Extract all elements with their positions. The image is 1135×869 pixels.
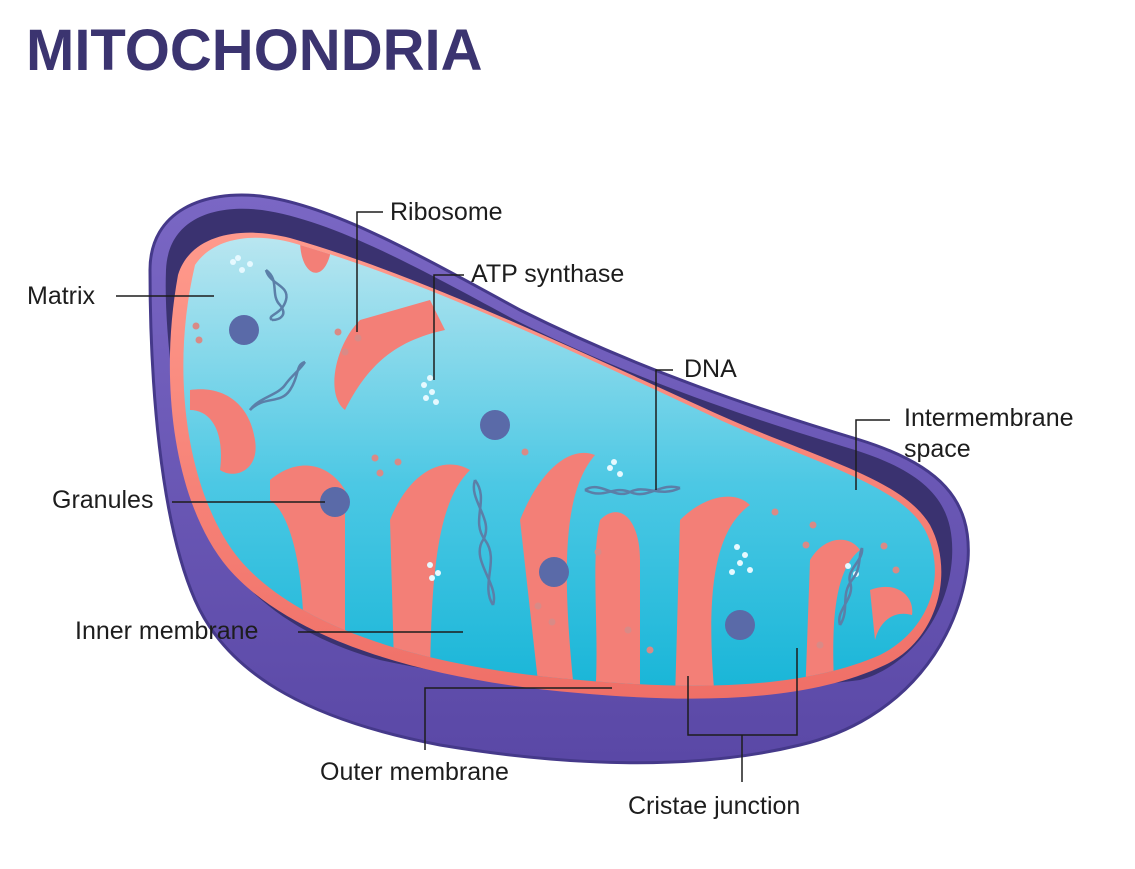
granule-5 <box>725 610 755 640</box>
label-atp-synthase: ATP synthase <box>471 259 624 290</box>
label-cristae-junction: Cristae junction <box>628 791 800 822</box>
label-ribosome: Ribosome <box>390 197 503 228</box>
granule-2 <box>480 410 510 440</box>
granule-4 <box>539 557 569 587</box>
label-outer-membrane: Outer membrane <box>320 757 509 788</box>
label-dna: DNA <box>684 354 737 385</box>
label-inner-membrane: Inner membrane <box>75 616 258 647</box>
label-granules: Granules <box>52 485 153 516</box>
label-intermembrane-space: space <box>904 434 971 465</box>
label-matrix: Matrix <box>27 281 95 312</box>
granule-1 <box>229 315 259 345</box>
label-intermembrane: Intermembrane <box>904 403 1074 434</box>
